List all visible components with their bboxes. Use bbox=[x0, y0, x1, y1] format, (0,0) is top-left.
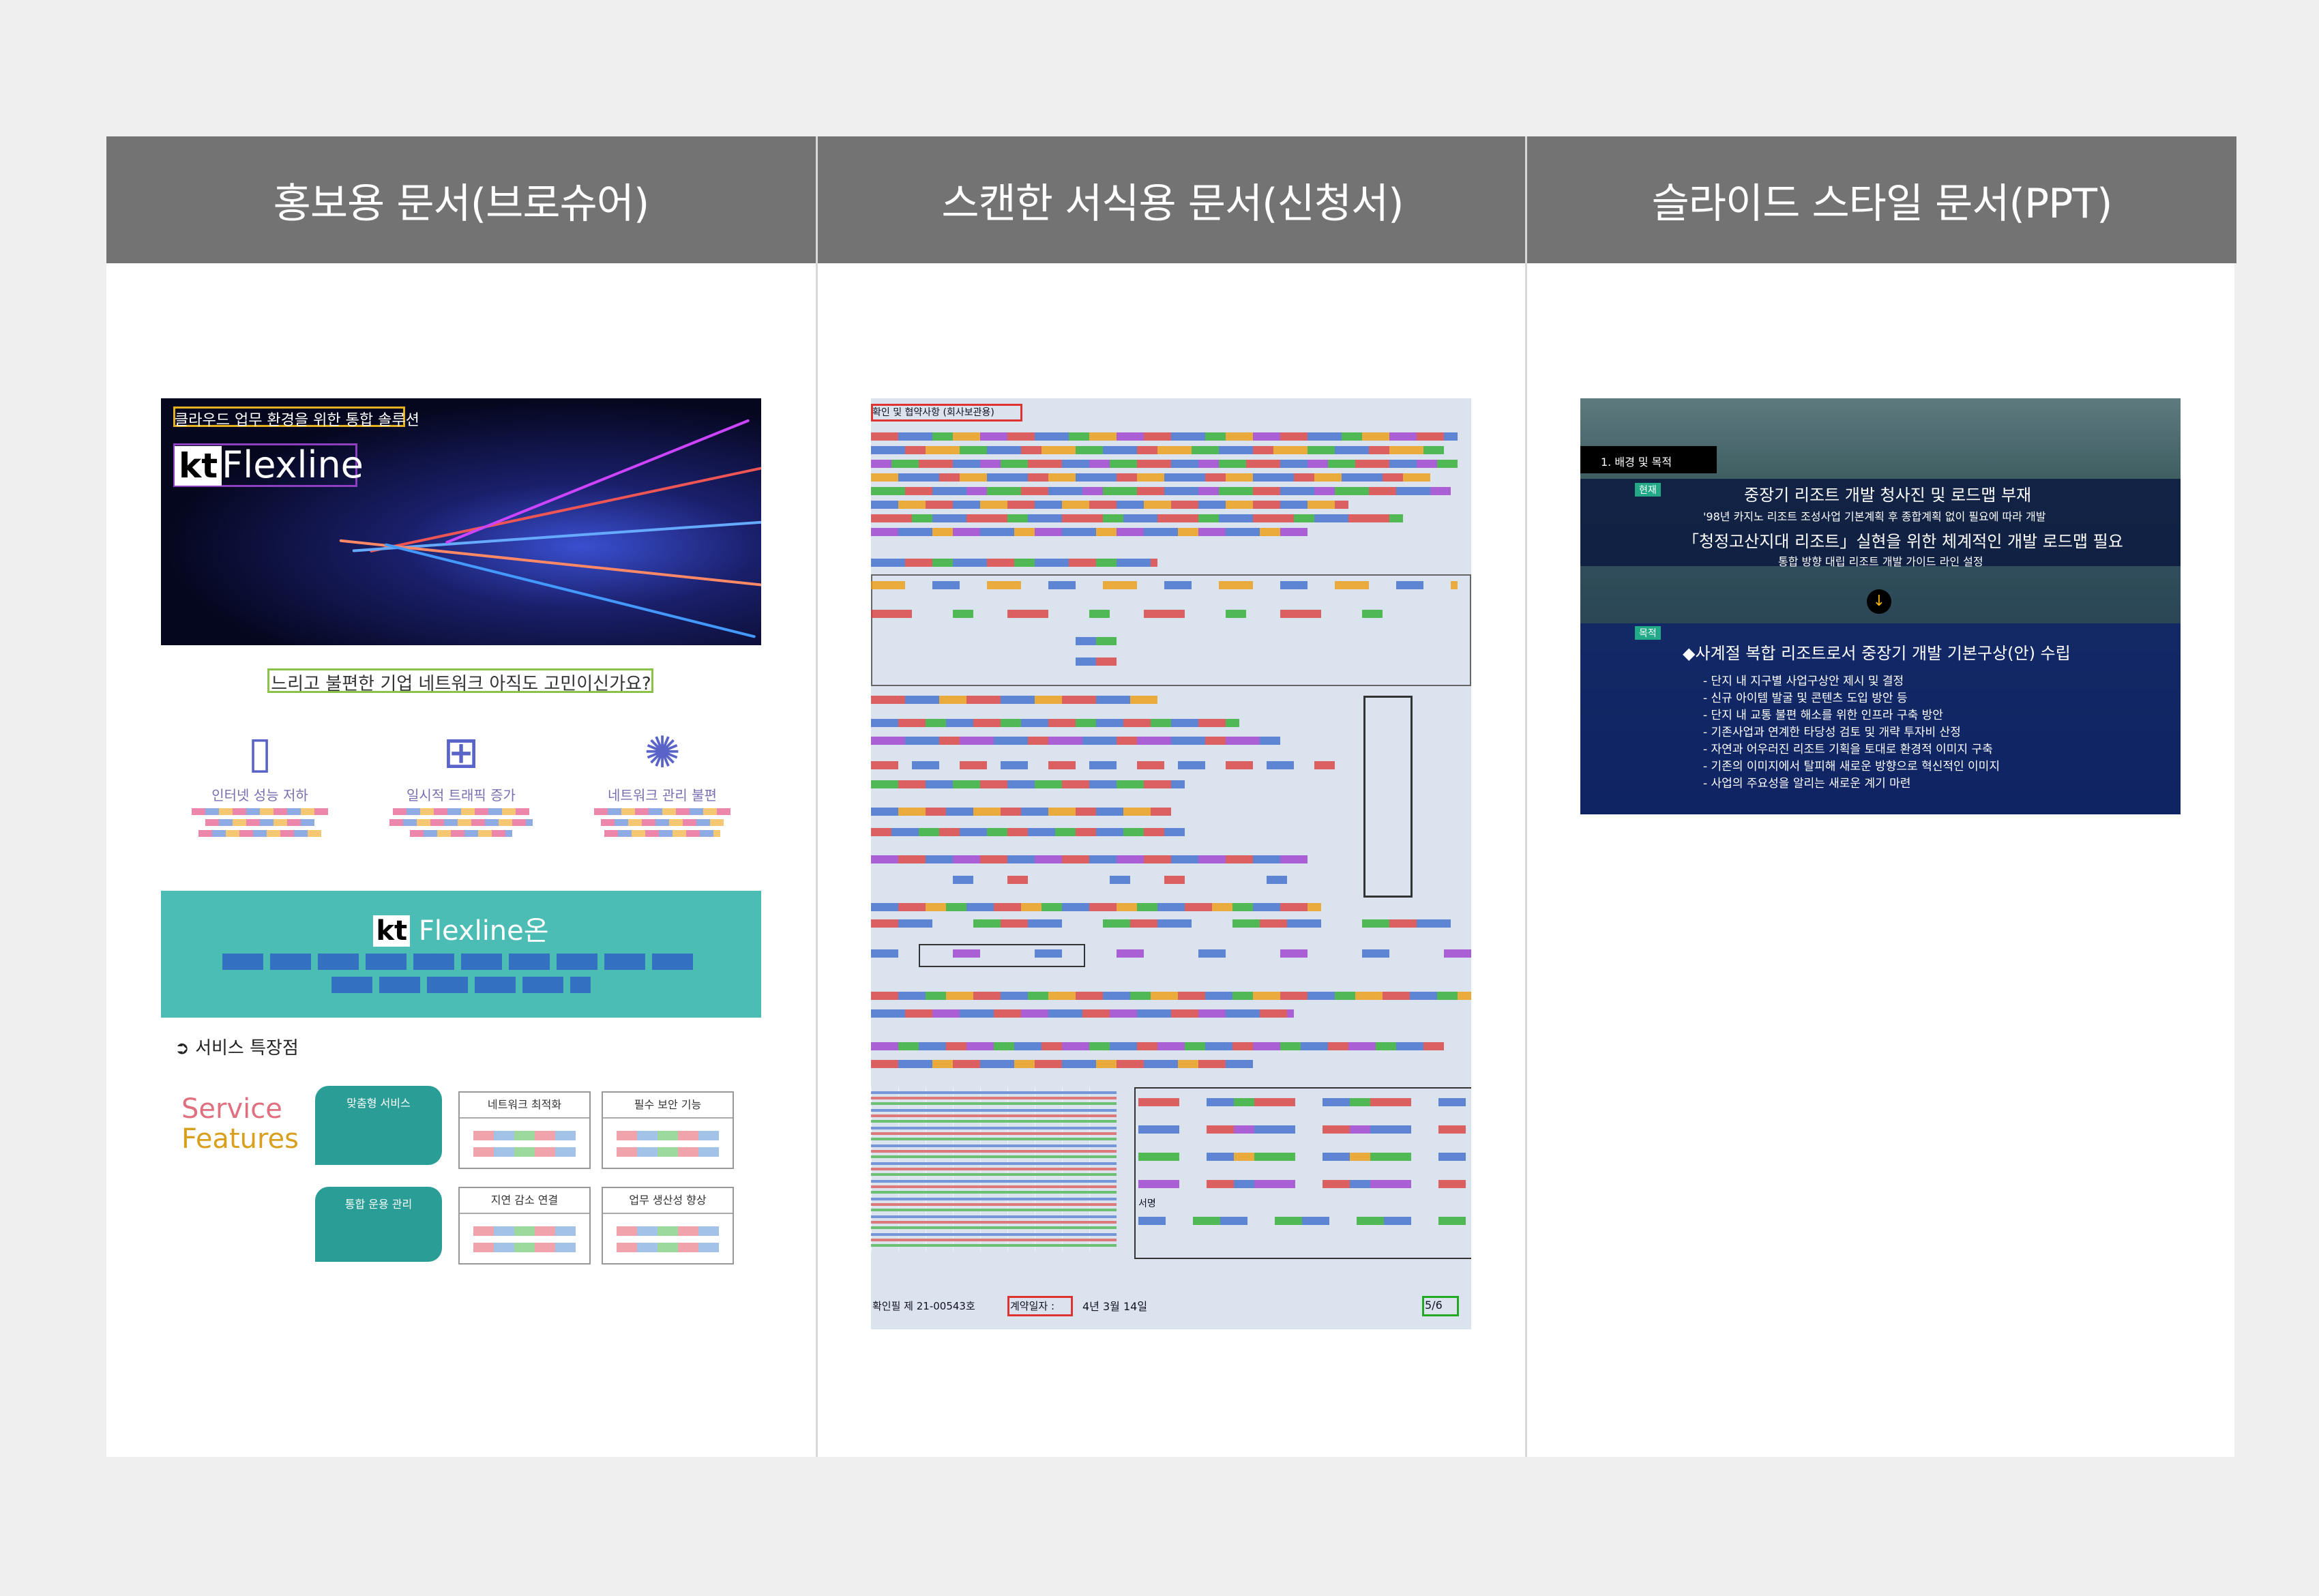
column-scan: 스캔한 서식용 문서(신청서) 확인 및 협약사항 (회사보관용) bbox=[816, 136, 1527, 1457]
card-4-title: 업무 생산성 향상 bbox=[603, 1188, 733, 1214]
brochure-logo-name: Flexline bbox=[222, 443, 364, 486]
band-logo: kt Flexline온 bbox=[161, 908, 761, 948]
column-ppt: 슬라이드 스타일 문서(PPT) 1. 배경 및 목적 현재 중장기 리조트 개… bbox=[1525, 136, 2236, 1457]
feature-1: ▯ 인터넷 성능 저하 bbox=[161, 726, 359, 862]
feature-3: ✺ 네트워크 관리 불편 bbox=[563, 726, 761, 862]
network-icon: ⊞ bbox=[443, 728, 479, 778]
scan-heading: 확인 및 협약사항 (회사보관용) bbox=[872, 407, 994, 418]
scan-contract-date: 4년 3월 14일 bbox=[1082, 1300, 1148, 1313]
slide-label-goal: 목적 bbox=[1635, 626, 1661, 640]
card-2-title: 필수 보안 기능 bbox=[603, 1093, 733, 1119]
column-header-ppt: 슬라이드 스타일 문서(PPT) bbox=[1527, 136, 2236, 263]
kt-logo-mark: kt bbox=[175, 446, 222, 486]
hub-icon: ✺ bbox=[644, 728, 681, 778]
card-3: 지연 감소 연결 bbox=[458, 1187, 591, 1265]
card-2: 필수 보안 기능 bbox=[602, 1091, 734, 1169]
card-1-title: 네트워크 최적화 bbox=[460, 1093, 589, 1119]
slide-headline: ◆사계절 복합 리조트로서 중장기 개발 기본구상(안) 수립 bbox=[1683, 644, 2071, 663]
brochure-subtitle: 클라우드 업무 환경을 위한 통합 솔루션 bbox=[175, 412, 419, 429]
feature-1-title: 인터넷 성능 저하 bbox=[211, 787, 308, 803]
feature-3-title: 네트워크 관리 불편 bbox=[608, 787, 717, 803]
scan-contract-label: 계약일자 : bbox=[1010, 1300, 1055, 1312]
slide-line-1: 중장기 리조트 개발 청사진 및 로드맵 부재 bbox=[1744, 486, 2032, 505]
slide-bullet-1: - 단지 내 지구별 사업구상안 제시 및 결정 bbox=[1703, 675, 1904, 688]
column-body-scan: 확인 및 협약사항 (회사보관용) bbox=[818, 263, 1527, 1457]
slide-line-4: 통합 방향 대립 리조트 개발 가이드 라인 설정 bbox=[1778, 555, 1983, 568]
scan-page-number: 5/6 bbox=[1425, 1299, 1443, 1312]
slide-label-now: 현재 bbox=[1635, 483, 1661, 497]
column-header-brochure: 홍보용 문서(브로슈어) bbox=[106, 136, 816, 263]
card-1: 네트워크 최적화 bbox=[458, 1091, 591, 1169]
slide-image: 1. 배경 및 목적 현재 중장기 리조트 개발 청사진 및 로드맵 부재 '9… bbox=[1580, 398, 2181, 814]
slide-bullet-5: - 자연과 어우러진 리조트 기획을 토대로 환경적 이미지 구축 bbox=[1703, 743, 1993, 756]
brochure-question: 느리고 불편한 기업 네트워크 아직도 고민이신가요? bbox=[271, 674, 651, 694]
column-header-scan: 스캔한 서식용 문서(신청서) bbox=[818, 136, 1527, 263]
slide-bullet-4: - 기존사업과 연계한 타당성 검토 및 개략 투자비 산정 bbox=[1703, 726, 1961, 739]
slide-bullet-6: - 기존의 이미지에서 탈피해 새로운 방향으로 혁신적인 이미지 bbox=[1703, 760, 2000, 773]
brochure-band: kt Flexline온 bbox=[161, 891, 761, 1018]
tablet-icon: ▯ bbox=[248, 728, 272, 778]
feature-2-title: 일시적 트래픽 증가 bbox=[407, 787, 516, 803]
arrow-down-icon: ↓ bbox=[1867, 589, 1891, 614]
service-title: ➲ 서비스 특장점 bbox=[175, 1038, 299, 1059]
slide-bullet-2: - 신규 아이템 발굴 및 콘텐츠 도입 방안 등 bbox=[1703, 692, 1908, 705]
slide-bullet-7: - 사업의 주요성을 알리는 새로운 계기 마련 bbox=[1703, 777, 1911, 790]
slide-tag: 1. 배경 및 목적 bbox=[1601, 456, 1672, 469]
scan-form-no: 확인필 제 21-00543호 bbox=[872, 1300, 975, 1312]
slide-line-3: 「청정고산지대 리조트」실현을 위한 체계적인 개발 로드맵 필요 bbox=[1683, 532, 2123, 551]
band-logo-name: Flexline온 bbox=[418, 915, 549, 947]
pill-1-title: 맞춤형 서비스 bbox=[346, 1097, 411, 1110]
service-features-label: Service Features bbox=[181, 1094, 299, 1154]
pill-2: 통합 운용 관리 bbox=[315, 1187, 442, 1262]
service-en-2: Features bbox=[181, 1123, 299, 1155]
card-3-title: 지연 감소 연결 bbox=[460, 1188, 589, 1214]
slide-bullet-3: - 단지 내 교통 불편 해소를 위한 인프라 구축 방안 bbox=[1703, 709, 1943, 722]
scan-section-label: 서명 bbox=[1138, 1198, 1156, 1209]
slide-line-2: '98년 카지노 리조트 조성사업 기본계획 후 종합계획 없이 필요에 따라 … bbox=[1703, 510, 2046, 523]
feature-2: ⊞ 일시적 트래픽 증가 bbox=[362, 726, 560, 862]
card-4: 업무 생산성 향상 bbox=[602, 1187, 734, 1265]
band-kt-mark: kt bbox=[373, 915, 411, 947]
scanned-form-image: 확인 및 협약사항 (회사보관용) bbox=[871, 398, 1471, 1329]
pill-2-title: 통합 운용 관리 bbox=[344, 1198, 413, 1211]
pill-1: 맞춤형 서비스 bbox=[315, 1086, 442, 1165]
service-en-1: Service bbox=[181, 1093, 282, 1125]
column-body-ppt: 1. 배경 및 목적 현재 중장기 리조트 개발 청사진 및 로드맵 부재 '9… bbox=[1527, 263, 2236, 1457]
